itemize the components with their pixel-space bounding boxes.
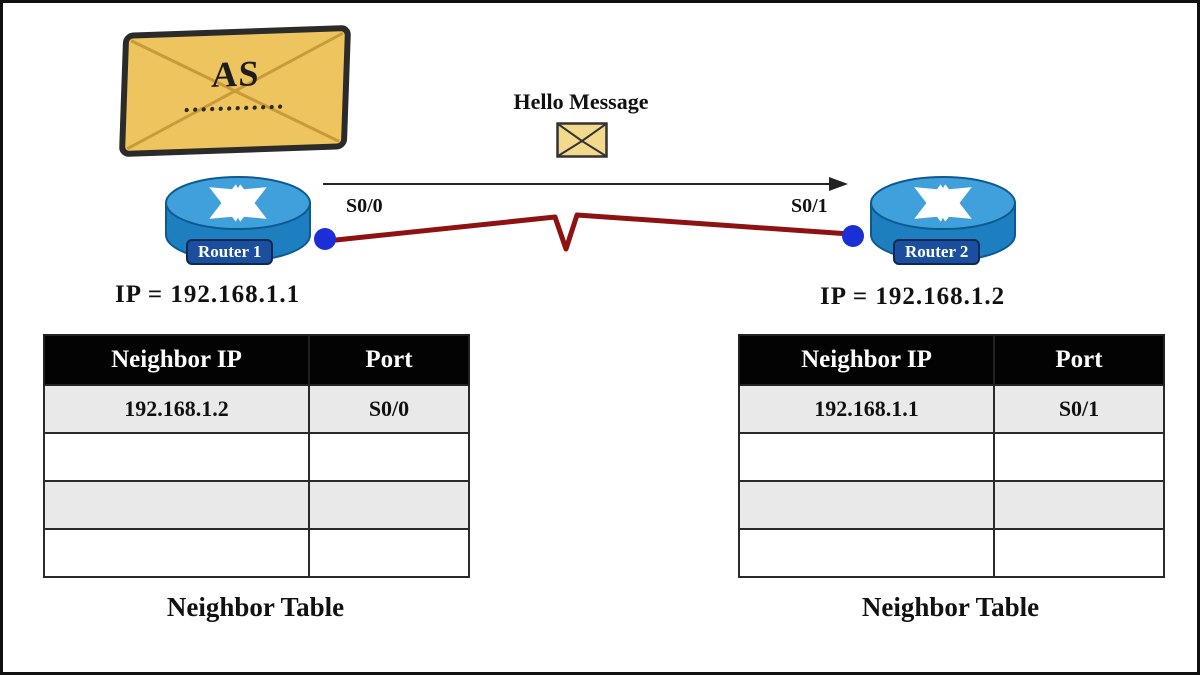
table-row	[738, 432, 1165, 482]
table-row	[43, 432, 470, 482]
router2-label: Router 2	[893, 239, 981, 265]
cell-port	[308, 480, 470, 530]
header-port: Port	[993, 334, 1165, 386]
as-envelope-icon: AS ............	[118, 24, 352, 158]
cell-port	[993, 432, 1165, 482]
table-header-row: Neighbor IP Port	[738, 334, 1165, 386]
cell-port	[308, 528, 470, 578]
table-header-row: Neighbor IP Port	[43, 334, 470, 386]
serial-link-line	[333, 212, 853, 252]
router1-label: Router 1	[186, 239, 274, 265]
table-row	[43, 528, 470, 578]
table-row: 192.168.1.1 S0/1	[738, 384, 1165, 434]
header-neighbor-ip: Neighbor IP	[43, 334, 310, 386]
cell-port	[308, 432, 470, 482]
neighbor-table-router2: Neighbor IP Port 192.168.1.1 S0/1	[738, 334, 1165, 578]
neighbor-table-caption-left: Neighbor Table	[166, 592, 345, 622]
cell-neighbor-ip	[43, 432, 310, 482]
cell-port	[993, 480, 1165, 530]
router1-port-dot	[314, 228, 336, 250]
hello-envelope-icon	[556, 122, 608, 158]
cell-port: S0/0	[308, 384, 470, 434]
router2-ip-label: IP = 192.168.1.2	[820, 283, 1006, 310]
table-row	[43, 480, 470, 530]
cell-port: S0/1	[993, 384, 1165, 434]
cell-neighbor-ip	[738, 432, 995, 482]
router2-port-label: S0/1	[791, 195, 828, 217]
table-row: 192.168.1.2 S0/0	[43, 384, 470, 434]
cell-neighbor-ip	[738, 528, 995, 578]
cell-neighbor-ip	[43, 528, 310, 578]
hello-arrow-icon	[323, 177, 848, 191]
table-row	[738, 528, 1165, 578]
neighbor-table-router1: Neighbor IP Port 192.168.1.2 S0/0	[43, 334, 470, 578]
header-port: Port	[308, 334, 470, 386]
router1-port-label: S0/0	[346, 195, 383, 217]
header-neighbor-ip: Neighbor IP	[738, 334, 995, 386]
router1-ip-label: IP = 192.168.1.1	[115, 281, 301, 308]
as-envelope-flaps	[126, 31, 344, 151]
neighbor-table-caption-right: Neighbor Table	[861, 592, 1040, 622]
cell-port	[993, 528, 1165, 578]
cell-neighbor-ip: 192.168.1.2	[43, 384, 310, 434]
cell-neighbor-ip: 192.168.1.1	[738, 384, 995, 434]
hello-message-label: Hello Message	[513, 89, 649, 114]
router2-port-dot	[842, 225, 864, 247]
cell-neighbor-ip	[43, 480, 310, 530]
table-row	[738, 480, 1165, 530]
cell-neighbor-ip	[738, 480, 995, 530]
